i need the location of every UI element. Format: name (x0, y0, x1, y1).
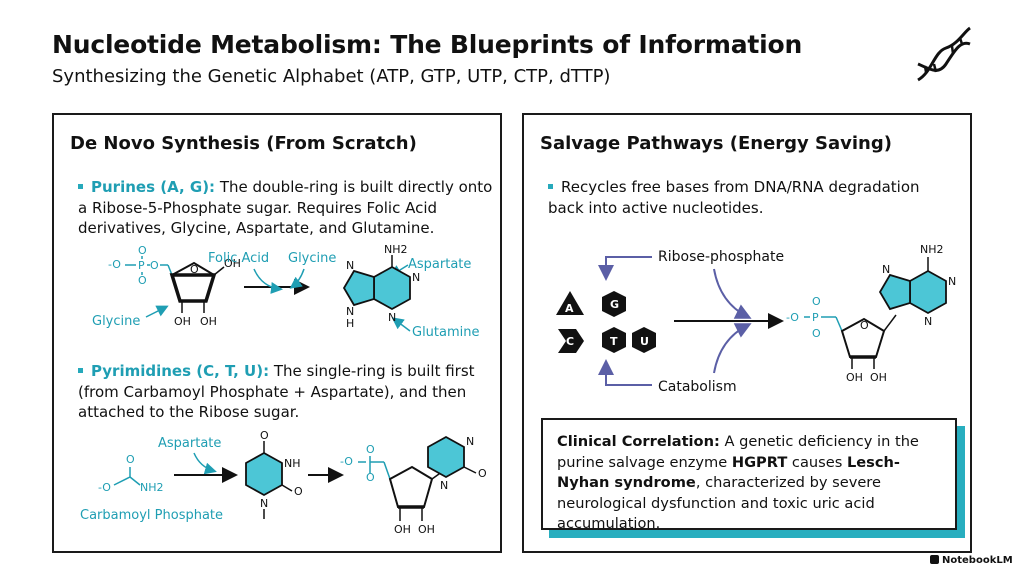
free-bases: A G C T U (556, 291, 656, 353)
svg-text:OH: OH (394, 523, 411, 536)
base-u-shape (632, 327, 656, 353)
orotate-structure: O NH O N (245, 429, 303, 519)
base-c-shape (558, 329, 584, 353)
svg-text:N: N (388, 311, 396, 324)
clinical-correlation-box: Clinical Correlation: A genetic deficien… (541, 418, 957, 532)
catabolism-label: Catabolism (658, 379, 737, 395)
svg-text:NH: NH (284, 457, 301, 470)
purines-text: The double-ring is built directly onto a… (78, 178, 493, 237)
svg-text:N: N (882, 263, 890, 276)
pyrimidines-label: Pyrimidines (C, T, U): (91, 362, 270, 380)
svg-text:O: O (812, 327, 821, 340)
svg-text:N: N (346, 305, 354, 318)
folic-acid-label: Folic Acid (208, 251, 269, 266)
svg-text:O: O (366, 443, 375, 456)
pyrimidine-synthesis-diagram: Aspartate O -O NH2 Carbamoyl Phosphate O… (80, 429, 487, 536)
phosphate-group: -O O P O O (108, 244, 159, 287)
svg-text:-O: -O (98, 481, 111, 494)
svg-text:-O: -O (340, 455, 353, 468)
svg-text:OH: OH (870, 371, 887, 384)
svg-text:OH: OH (846, 371, 863, 384)
svg-text:N: N (346, 259, 354, 272)
purine-synthesis-diagram: -O O P O O O OH OH OH Folic Acid Glycine… (92, 243, 480, 340)
base-t-label: T (610, 335, 618, 348)
base-a-shape (556, 291, 584, 315)
enzyme-name: HGPRT (731, 453, 788, 471)
svg-text:N: N (412, 271, 420, 284)
aspartate-label: Aspartate (408, 257, 471, 272)
svg-text:O: O (478, 467, 487, 480)
clinical-label: Clinical Correlation: (557, 433, 720, 450)
svg-text:N: N (466, 435, 474, 448)
product-phosphate: -O O P O (786, 295, 821, 340)
purines-label: Purines (A, G): (91, 178, 216, 196)
glutamine-label: Glutamine (412, 325, 480, 340)
svg-text:OH: OH (418, 523, 435, 536)
salvage-bullet: Recycles free bases from DNA/RNA degrada… (548, 177, 948, 218)
salvage-text: Recycles free bases from DNA/RNA degrada… (548, 178, 920, 217)
svg-text:OH: OH (174, 315, 191, 328)
syndrome-name: Lesch-Nyhan syndrome (557, 453, 900, 492)
svg-text:P: P (812, 311, 819, 324)
svg-text:NH2: NH2 (384, 243, 408, 256)
base-t-shape (602, 327, 626, 353)
svg-text:-O: -O (108, 258, 121, 271)
svg-text:OH: OH (224, 257, 241, 270)
svg-text:NH2: NH2 (920, 243, 944, 256)
svg-text:O: O (294, 485, 303, 498)
svg-text:H: H (346, 317, 354, 330)
svg-text:N: N (260, 497, 268, 510)
de-novo-panel: De Novo Synthesis (From Scratch) Purines… (52, 113, 502, 553)
svg-text:N: N (948, 275, 956, 288)
product-ribose (840, 317, 886, 358)
notebooklm-credit: NotebookLM (930, 555, 1013, 566)
salvage-diagram: Ribose-phosphate Catabolism A G C T U -O… (556, 243, 956, 395)
page-title: Nucleotide Metabolism: The Blueprints of… (52, 30, 803, 59)
svg-text:N: N (440, 479, 448, 492)
pyrimidines-text: The single-ring is built first (from Car… (78, 362, 475, 421)
bullet-square-icon (78, 368, 83, 373)
svg-text:O: O (366, 471, 375, 484)
ribose-ring-2 (388, 465, 434, 508)
svg-text:O: O (138, 244, 147, 257)
glycine-top-label: Glycine (288, 251, 336, 266)
svg-text:O: O (126, 453, 135, 466)
base-u-label: U (640, 335, 649, 348)
base-c-label: C (566, 335, 574, 348)
glycine-left-label: Glycine (92, 314, 140, 329)
dna-helix-icon (917, 26, 971, 82)
svg-text:N: N (924, 315, 932, 328)
svg-text:O: O (812, 295, 821, 308)
svg-text:NH2: NH2 (140, 481, 164, 494)
svg-text:O: O (138, 274, 147, 287)
de-novo-title: De Novo Synthesis (From Scratch) (70, 133, 417, 154)
page-subtitle: Synthesizing the Genetic Alphabet (ATP, … (52, 66, 611, 87)
aspartate-label-2: Aspartate (158, 436, 221, 451)
svg-text:O: O (260, 429, 269, 442)
salvage-title: Salvage Pathways (Energy Saving) (540, 133, 892, 154)
svg-text:OH: OH (200, 315, 217, 328)
bullet-square-icon (78, 184, 83, 189)
svg-text:-O: -O (786, 311, 799, 324)
base-g-label: G (610, 298, 619, 311)
adenine-product-structure: NH2 N N N (878, 243, 956, 328)
svg-text:O: O (190, 263, 199, 276)
svg-text:O: O (150, 259, 159, 272)
ump-base-structure: N O N (427, 435, 487, 492)
pyrimidines-bullet: Pyrimidines (C, T, U): The single-ring i… (78, 361, 498, 423)
base-g-shape (602, 291, 626, 317)
purines-bullet: Purines (A, G): The double-ring is built… (78, 177, 498, 239)
svg-text:P: P (138, 259, 145, 272)
carbamoyl-phosphate-structure: O -O NH2 (98, 453, 164, 494)
ribose-phosphate-label: Ribose-phosphate (658, 249, 784, 265)
svg-text:O: O (860, 319, 869, 332)
base-a-label: A (565, 302, 574, 315)
adenine-structure: NH2 N N N N H (342, 243, 420, 330)
bullet-square-icon (548, 184, 553, 189)
notebooklm-logo-icon (930, 555, 939, 564)
carbamoyl-phosphate-label: Carbamoyl Phosphate (80, 508, 223, 523)
